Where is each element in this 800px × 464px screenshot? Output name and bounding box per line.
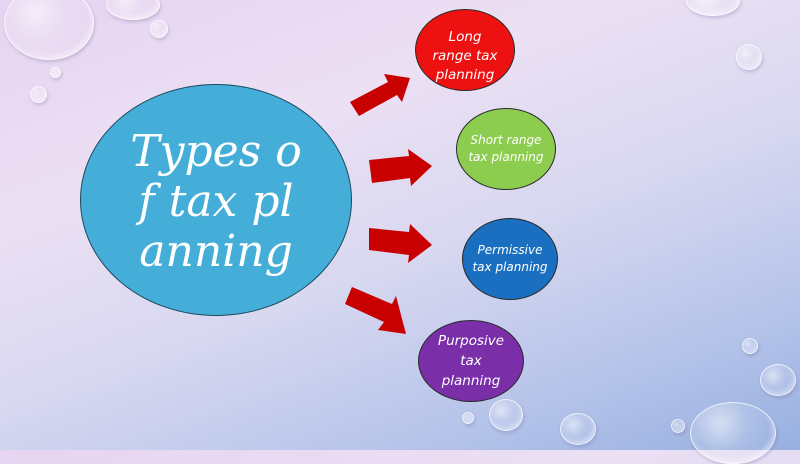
- arrow-right-icon: [350, 74, 410, 116]
- water-drop-decoration: [560, 413, 596, 445]
- water-drop-decoration: [462, 412, 474, 424]
- arrow-right-icon: [369, 149, 432, 186]
- water-drop-decoration: [106, 0, 160, 20]
- branch-node-short-range: Short range tax planning: [456, 108, 556, 190]
- arrow-right-icon: [369, 224, 432, 263]
- branch-label: Purposive tax planning: [437, 333, 505, 389]
- center-node: Types of tax planning: [80, 84, 352, 316]
- water-drop-decoration: [760, 364, 796, 396]
- slide: Types of tax planning Long range tax pla…: [4, 0, 796, 464]
- arrow-right-icon: [345, 287, 406, 334]
- water-drop-decoration: [686, 0, 740, 16]
- water-drop-decoration: [671, 419, 685, 433]
- water-drop-decoration: [690, 402, 776, 464]
- water-drop-decoration: [4, 0, 94, 60]
- branch-label: Long range tax planning: [432, 28, 498, 83]
- branch-node-purposive: Purposive tax planning: [418, 320, 524, 402]
- water-drop-decoration: [736, 44, 762, 70]
- branch-label: Permissive tax planning: [472, 243, 548, 274]
- center-node-label: Types of tax planning: [130, 126, 302, 277]
- water-drop-decoration: [30, 86, 47, 103]
- water-drop-decoration: [50, 67, 61, 78]
- branch-node-long-range: Long range tax planning: [415, 9, 515, 91]
- water-drop-decoration: [742, 338, 758, 354]
- water-drop-decoration: [150, 20, 168, 38]
- branch-node-permissive: Permissive tax planning: [462, 218, 558, 300]
- branch-label: Short range tax planning: [468, 133, 544, 164]
- water-drop-decoration: [489, 399, 523, 431]
